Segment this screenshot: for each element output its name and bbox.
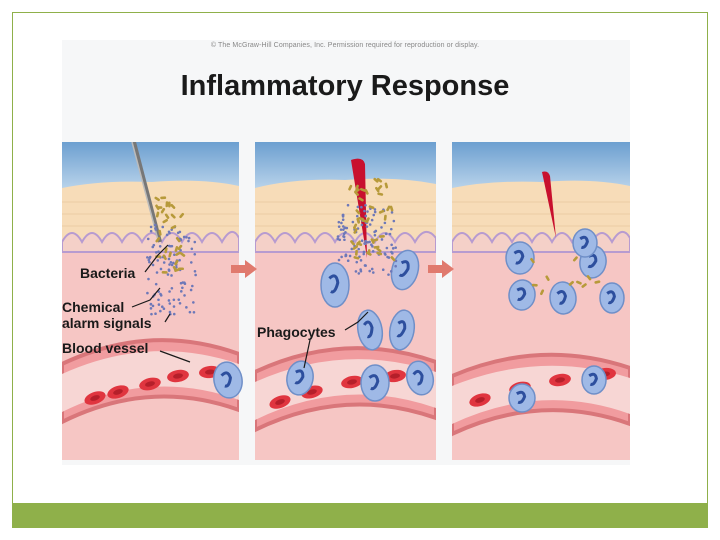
copyright-notice: © The McGraw-Hill Companies, Inc. Permis…: [0, 42, 690, 49]
stage-arrow-2-icon: [428, 260, 454, 278]
stage-3-bacteria-engulfed: [452, 142, 630, 460]
label-blood-vessel: Blood vessel: [62, 340, 148, 356]
stage-arrow-1-icon: [231, 260, 257, 278]
label-bacteria: Bacteria: [80, 265, 135, 281]
label-phagocytes: Phagocytes: [257, 324, 336, 340]
label-chemical-alarm-signals-line2: alarm signals: [62, 315, 152, 331]
stage-2-phagocyte-migration: [255, 142, 436, 460]
slide-footer-bar: [12, 503, 708, 528]
page-title: Inflammatory Response: [0, 70, 690, 103]
label-chemical-alarm-signals-line1: Chemical: [62, 299, 124, 315]
